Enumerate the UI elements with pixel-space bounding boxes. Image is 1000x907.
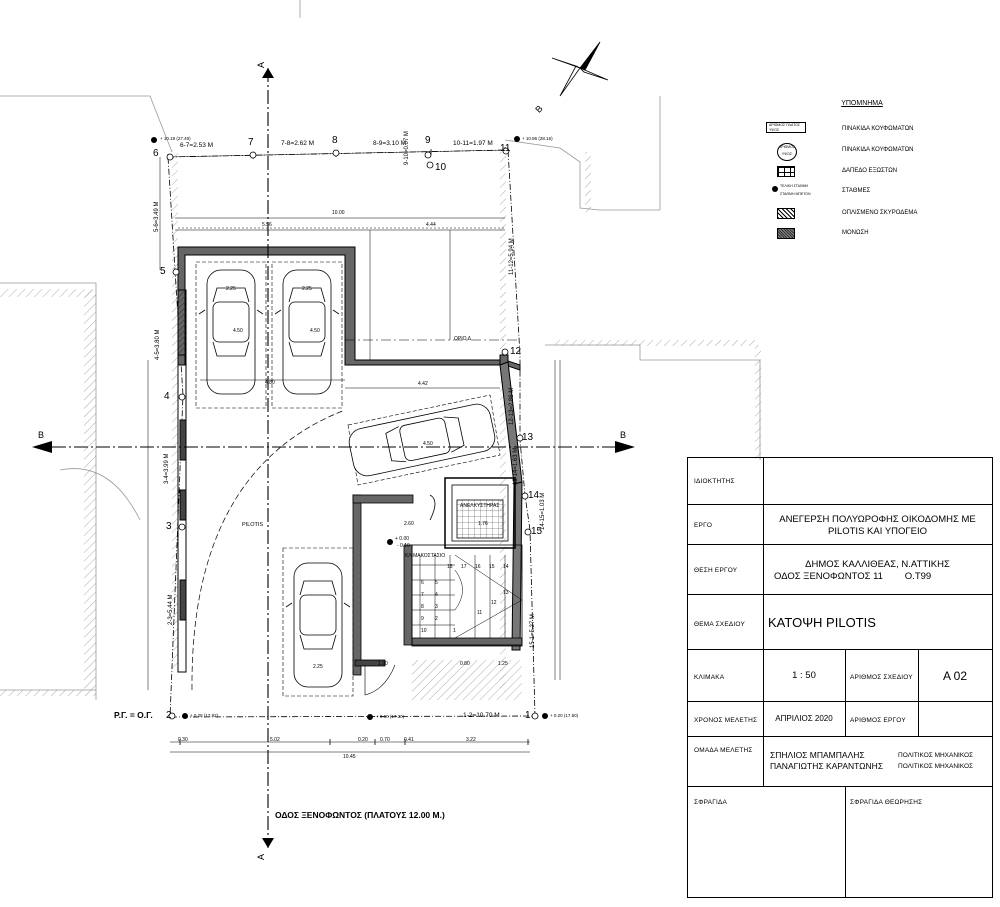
engineer2-name: ΠΑΝΑΓΙΩΤΗΣ ΚΑΡΑΝΤΩΝΗΣ: [770, 761, 884, 771]
window-tag-symbol: ΑΡΙΘΜΟΣ ΠΛΑΤΟΣ ΥΨΟΣ: [766, 122, 806, 133]
entrance-door: [364, 664, 396, 696]
drawing-no-label: ΑΡΙΘΜΟΣ ΣΧΕΔΙΟΥ: [850, 674, 913, 681]
location-label: ΘΕΣΗ ΕΡΓΟΥ: [694, 567, 738, 574]
legend-sym-text: ΣΤΑΘΜΗ ΜΠΕΤΟΝ: [780, 192, 811, 196]
scale-label: ΚΛΙΜΑΚΑ: [694, 674, 725, 681]
date-row: ΧΡΟΝΟΣ ΜΕΛΕΤΗΣ ΑΠΡΙΛΙΟΣ 2020 ΑΡΙΘΜΟΣ ΕΡΓ…: [688, 702, 992, 737]
date-label: ΧΡΟΝΟΣ ΜΕΛΕΤΗΣ: [694, 717, 758, 724]
stair-core: [352, 477, 523, 700]
project-row: ΕΡΓΟ ΑΝΕΓΕΡΣΗ ΠΟΛΥΩΡΟΦΗΣ ΟΙΚΟΔΟΜΗΣ ΜΕ PI…: [688, 505, 992, 545]
legend-item-label: ΟΠΛΙΣΜΕΝΟ ΣΚΥΡΟΔΕΜΑ: [842, 210, 918, 216]
date-value: ΑΠΡΙΛΙΟΣ 2020: [775, 714, 833, 723]
neighbor-hatch: [0, 150, 761, 696]
location-row: ΘΕΣΗ ΕΡΓΟΥ ΔΗΜΟΣ ΚΑΛΛΙΘΕΑΣ, Ν.ΑΤΤΙΚΗΣ ΟΔ…: [688, 545, 992, 595]
legend-sym-text: ΑΡΙΘΜΟΣ: [769, 123, 786, 127]
engineer1-name: ΣΠΗΛΙΟΣ ΜΠΑΜΠΑΛΗΣ: [770, 750, 865, 760]
team-label: ΟΜΑΔΑ ΜΕΛΕΤΗΣ: [694, 747, 753, 754]
team-row: ΟΜΑΔΑ ΜΕΛΕΤΗΣ ΣΠΗΛΙΟΣ ΜΠΑΜΠΑΛΗΣ ΠΟΛΙΤΙΚΟ…: [688, 737, 992, 787]
legend-item-label: ΠΙΝΑΚΙΔΑ ΚΟΥΦΩΜΑΤΩΝ: [842, 147, 914, 153]
legend-item-label: ΜΟΝΩΣΗ: [842, 230, 869, 236]
legend-sym-text: ΤΕΛΙΚΗ ΣΤΑΘΜΗ: [780, 184, 809, 188]
subject-title: ΚΑΤΟΨΗ PILOTIS: [768, 615, 876, 630]
location-ot: Ο.Τ99: [904, 571, 932, 582]
project-line2: PILOTIS ΚΑΙ ΥΠΟΓΕΙΟ: [827, 526, 928, 537]
engineer1-role: ΠΟΛΙΤΙΚΟΣ ΜΗΧΑΝΙΚΟΣ: [898, 752, 974, 759]
insulation-symbol: [777, 228, 795, 239]
driveway-curve: [191, 409, 346, 691]
subject-label: ΘΕΜΑ ΣΧΕΔΙΟΥ: [694, 621, 746, 628]
owner-label: ΙΔΙΟΚΤΗΤΗΣ: [694, 478, 735, 485]
location-line2: ΟΔΟΣ ΞΕΝΟΦΩΝΤΟΣ 11: [774, 571, 883, 582]
legend: ΥΠΟΜΝΗΜΑ ΑΡΙΘΜΟΣ ΠΛΑΤΟΣ ΥΨΟΣ ΠΙΝΑΚΙΔΑ ΚΟ…: [752, 100, 1000, 260]
title-block: ΙΔΙΟΚΤΗΤΗΣ ΕΡΓΟ ΑΝΕΓΕΡΣΗ ΠΟΛΥΩΡΟΦΗΣ ΟΙΚΟ…: [687, 457, 993, 898]
legend-sym-text: ΥΨΟΣ: [781, 152, 793, 156]
job-no-label: ΑΡΙΘΜΟΣ ΕΡΓΟΥ: [850, 717, 906, 724]
owner-row: ΙΔΙΟΚΤΗΤΗΣ: [688, 458, 992, 505]
legend-item-label: ΠΙΝΑΚΙΔΑ ΚΟΥΦΩΜΑΤΩΝ: [842, 126, 914, 132]
level-marker-icon: [151, 136, 548, 720]
location-line1: ΔΗΜΟΣ ΚΑΛΛΙΘΕΑΣ, Ν.ΑΤΤΙΚΗΣ: [805, 559, 950, 570]
engineer2-role: ΠΟΛΙΤΙΚΟΣ ΜΗΧΑΝΙΚΟΣ: [898, 763, 974, 770]
legend-title: ΥΠΟΜΝΗΜΑ: [841, 100, 883, 107]
legend-sym-text: ΑΡΙΘΜΟΣ: [778, 145, 796, 149]
car-icon: [198, 269, 496, 688]
neighbor-outlines: [0, 0, 761, 700]
drawing-no-value: Α 02: [942, 669, 968, 683]
scale-value: 1 : 50: [792, 670, 816, 681]
legend-item-label: ΣΤΑΘΜΕΣ: [842, 188, 871, 194]
north-arrow-icon: [551, 41, 609, 97]
vertex-markers: [166, 147, 539, 720]
dimension-lines: [147, 149, 561, 753]
balcony-floor-symbol: [777, 166, 795, 177]
stamp-label: ΣΦΡΑΓΙΔΑ: [694, 799, 728, 806]
level-symbol-icon: [772, 186, 778, 192]
concrete-symbol: [777, 208, 795, 219]
project-label: ΕΡΓΟ: [694, 522, 713, 529]
legend-sym-text: ΠΛΑΤΟΣ ΥΨΟΣ: [769, 123, 801, 132]
section-arrows: [32, 68, 635, 848]
subject-row: ΘΕΜΑ ΣΧΕΔΙΟΥ ΚΑΤΟΨΗ PILOTIS: [688, 595, 992, 650]
window-tag-round-symbol: ΑΡΙΘΜΟΣ ΥΨΟΣ: [777, 143, 797, 161]
stamp-area: ΣΦΡΑΓΙΔΑ ΣΦΡΑΓΙΔΑ ΘΕΩΡΗΣΗΣ: [688, 787, 992, 897]
legend-item-label: ΔΑΠΕΔΟ ΕΞΩΣΤΩΝ: [842, 168, 898, 174]
project-line1: ΑΝΕΓΕΡΣΗ ΠΟΛΥΩΡΟΦΗΣ ΟΙΚΟΔΟΜΗΣ ΜΕ: [779, 514, 976, 525]
section-lines: [52, 68, 615, 848]
approval-stamp-label: ΣΦΡΑΓΙΔΑ ΘΕΩΡΗΣΗΣ: [850, 799, 923, 806]
scale-row: ΚΛΙΜΑΚΑ 1 : 50 ΑΡΙΘΜΟΣ ΣΧΕΔΙΟΥ Α 02: [688, 650, 992, 702]
